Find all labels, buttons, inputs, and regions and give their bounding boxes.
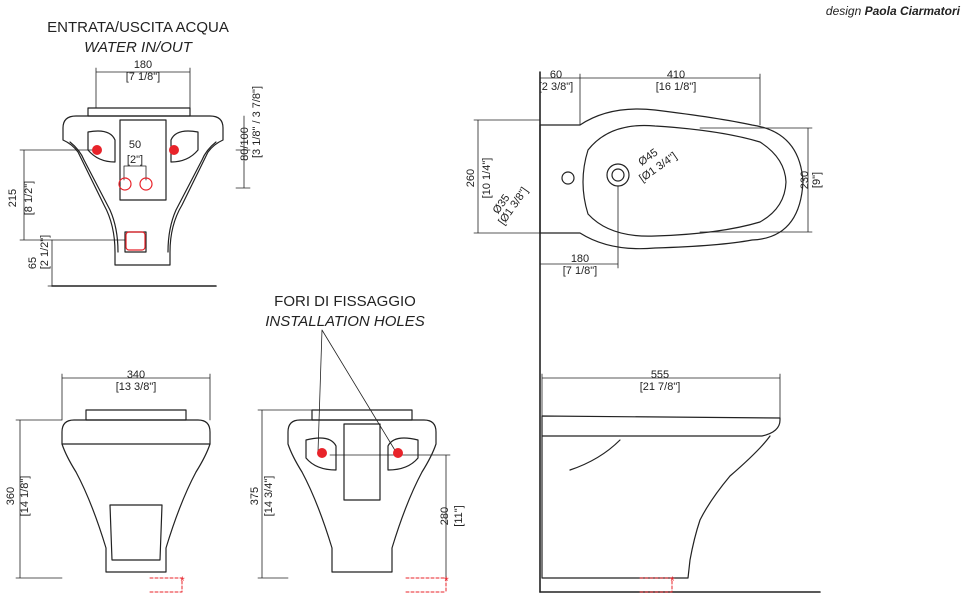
dim-inlet-spacing: 50 — [129, 139, 141, 151]
rear-fix-cavity-right — [170, 130, 199, 163]
install-hole-left — [317, 448, 327, 458]
dim-bowl-width-in: [9"] — [811, 172, 823, 188]
dim-tap-offset: 180 — [571, 253, 589, 265]
rear2-fix-cavity-left — [305, 437, 337, 471]
rear-view-outline — [62, 115, 224, 266]
dim-bowl-width: 230 — [799, 171, 811, 189]
install-hole-right — [393, 448, 403, 458]
front-view-outline — [61, 419, 211, 573]
dim-bowl-length: 410 — [667, 69, 685, 81]
rear-drain-box — [124, 231, 147, 253]
rear-fix-cavity-left — [87, 130, 116, 163]
rear-fix-hole-right — [169, 145, 179, 155]
rear-inner-line — [69, 141, 119, 253]
front-top-cap — [85, 409, 187, 421]
dim-front-height-in: [14 1/8"] — [19, 476, 31, 517]
dim-bowl-length-in: [16 1/8"] — [656, 81, 697, 93]
dim-total-length: 555 — [651, 369, 669, 381]
dim-drain-height: 215 — [7, 189, 19, 207]
dim-fix-height: 80/100 — [239, 127, 251, 161]
floor-asterisk-1: * — [180, 574, 185, 588]
side-body — [541, 435, 771, 579]
dim-top-depth-in: [10 1/4"] — [481, 158, 493, 199]
dim-top-offset-in: [2 3/8"] — [539, 81, 573, 93]
dimension-lines — [15, 67, 813, 579]
inlet-marker-left — [118, 177, 132, 191]
heading-water-it: ENTRATA/USCITA ACQUA — [47, 19, 229, 36]
rear2-view-outline — [287, 419, 437, 573]
drain-marker — [125, 231, 146, 251]
heading-holes-it: FORI DI FISSAGGIO — [274, 293, 416, 310]
designer-credit: design Paola Ciarmatori — [826, 4, 960, 18]
side-view-outline — [541, 415, 781, 437]
rear-inner-line-right — [167, 141, 217, 253]
dim-rear-height: 375 — [249, 487, 261, 505]
plan-drain-hole — [606, 163, 630, 187]
red-markers: * * * — [92, 145, 675, 588]
dim-inlet-spacing-in: [2"] — [127, 154, 143, 166]
dim-top-depth: 260 — [465, 169, 477, 187]
plan-view — [539, 71, 804, 593]
dim-front-width-in: [13 3/8"] — [116, 381, 157, 393]
dim-fix-height-in: [3 1/8" / 3 7/8"] — [251, 86, 263, 158]
floor-marks — [149, 577, 673, 593]
dim-front-height: 360 — [5, 487, 17, 505]
side-inner-bowl — [569, 439, 621, 471]
heading-water-en: WATER IN/OUT — [84, 39, 194, 56]
plan-tap-hole — [561, 171, 575, 185]
dim-back-width-in: [7 1/8"] — [126, 71, 160, 83]
dim-floor-gap-in: [2 1/2"] — [39, 235, 51, 269]
dim-front-width: 340 — [127, 369, 145, 381]
floor-asterisk-2: * — [444, 574, 449, 588]
dim-drain-height-in: [8 1/2"] — [23, 181, 35, 215]
designer-name: Paola Ciarmatori — [864, 4, 960, 18]
rear2-top-cap — [311, 409, 413, 421]
dim-tap-offset-in: [7 1/8"] — [563, 265, 597, 277]
front-view — [61, 409, 211, 573]
heading-holes-en: INSTALLATION HOLES — [265, 313, 425, 330]
side-view — [539, 415, 821, 593]
rear2-supply-channel — [343, 423, 381, 501]
rear2-fix-cavity-right — [387, 437, 419, 471]
designer-prefix: design — [825, 4, 862, 18]
dim-hole-height-in: [11"] — [453, 505, 465, 526]
dim-hole-height: 280 — [439, 507, 451, 525]
floor-asterisk-3: * — [670, 574, 675, 588]
rear-top-cap — [87, 107, 191, 117]
rear-view-water — [51, 107, 224, 287]
plan-outline — [539, 108, 804, 250]
rear-fix-hole-left — [92, 145, 102, 155]
dim-top-offset: 60 — [550, 69, 562, 81]
inlet-marker-right — [139, 177, 153, 191]
dim-back-width: 180 — [134, 59, 152, 71]
dim-rear-height-in: [14 3/4"] — [263, 476, 275, 517]
plan-drain-hole-inner — [611, 168, 625, 182]
rear-view-fixing — [287, 409, 437, 573]
dim-floor-gap: 65 — [27, 257, 39, 269]
front-pedestal — [109, 504, 163, 561]
rear-supply-channel — [119, 119, 167, 201]
dim-total-length-in: [21 7/8"] — [640, 381, 681, 393]
plan-inner-rim — [582, 124, 787, 237]
